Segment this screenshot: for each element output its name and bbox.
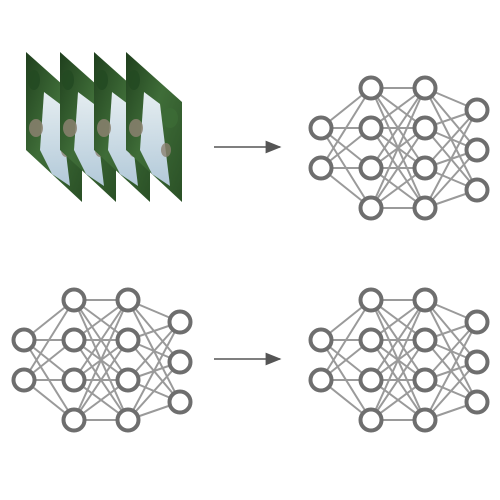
network-edge [424, 109, 478, 169]
network-node [412, 407, 438, 433]
frame-rock [63, 119, 77, 137]
network-node [412, 75, 438, 101]
frame-waterfall [140, 92, 170, 186]
network-edge [127, 321, 181, 421]
video-frame [126, 52, 182, 202]
network-edge [370, 299, 426, 381]
network-node [61, 367, 87, 393]
network-edge [320, 87, 372, 169]
network-node [464, 309, 490, 335]
network-node [167, 309, 193, 335]
network-edges [23, 299, 181, 421]
network-node [412, 287, 438, 313]
network-edge [370, 299, 426, 421]
network-node [358, 195, 384, 221]
network-edge [370, 127, 426, 209]
frame-rock [129, 119, 143, 137]
network-node [464, 389, 490, 415]
network-node [358, 115, 384, 141]
network-edges [320, 87, 478, 209]
network-edge [424, 321, 478, 421]
network-node [167, 349, 193, 375]
network-node [358, 75, 384, 101]
network-node [412, 195, 438, 221]
network-node [358, 287, 384, 313]
network-node [464, 177, 490, 203]
network-node [412, 327, 438, 353]
frame-waterfall [74, 92, 104, 186]
network-node [464, 97, 490, 123]
network-node [115, 327, 141, 353]
network-node [308, 115, 334, 141]
network-node [308, 327, 334, 353]
network-node [412, 155, 438, 181]
network-edge [424, 149, 478, 209]
network-node [115, 407, 141, 433]
frame-waterfall [40, 92, 70, 186]
network-nodes [11, 287, 193, 433]
frame-waterfall [108, 92, 138, 186]
network-edge [424, 321, 478, 381]
network-node [412, 115, 438, 141]
network-edge [23, 299, 75, 381]
frame-leaves [128, 70, 140, 90]
network-edge [73, 299, 129, 381]
network-node [167, 389, 193, 415]
network-node [61, 327, 87, 353]
network-edge [370, 339, 426, 421]
network-edge [73, 299, 129, 421]
network-node [115, 287, 141, 313]
network-node [358, 327, 384, 353]
network-node [358, 407, 384, 433]
network-node [115, 367, 141, 393]
frame-rock [29, 119, 43, 137]
network-edges [320, 299, 478, 421]
network-edge [370, 87, 426, 209]
network-node [464, 349, 490, 375]
frame-rock [161, 143, 171, 157]
network-node [464, 137, 490, 163]
network-edge [370, 87, 426, 169]
network-node [358, 367, 384, 393]
network-node [61, 407, 87, 433]
network-node [308, 367, 334, 393]
network-nodes [308, 287, 490, 433]
frame-leaves [28, 70, 40, 90]
network-nodes [308, 75, 490, 221]
neural-network-bottom-right [308, 287, 490, 433]
network-node [61, 287, 87, 313]
network-edge [424, 361, 478, 421]
network-node [412, 367, 438, 393]
network-edge [73, 339, 129, 421]
video-frames [26, 52, 182, 202]
frame-rock [97, 119, 111, 137]
frame-leaves [96, 70, 108, 90]
network-node [308, 155, 334, 181]
frame-leaves [162, 108, 178, 128]
network-edge [320, 299, 372, 381]
network-node [358, 155, 384, 181]
network-node [11, 327, 37, 353]
network-edge [127, 361, 181, 421]
frame-leaves [62, 70, 74, 90]
neural-network-top-right [308, 75, 490, 221]
network-edge [127, 321, 181, 381]
neural-network-bottom-left [11, 287, 193, 433]
network-edge [424, 109, 478, 209]
network-node [11, 367, 37, 393]
